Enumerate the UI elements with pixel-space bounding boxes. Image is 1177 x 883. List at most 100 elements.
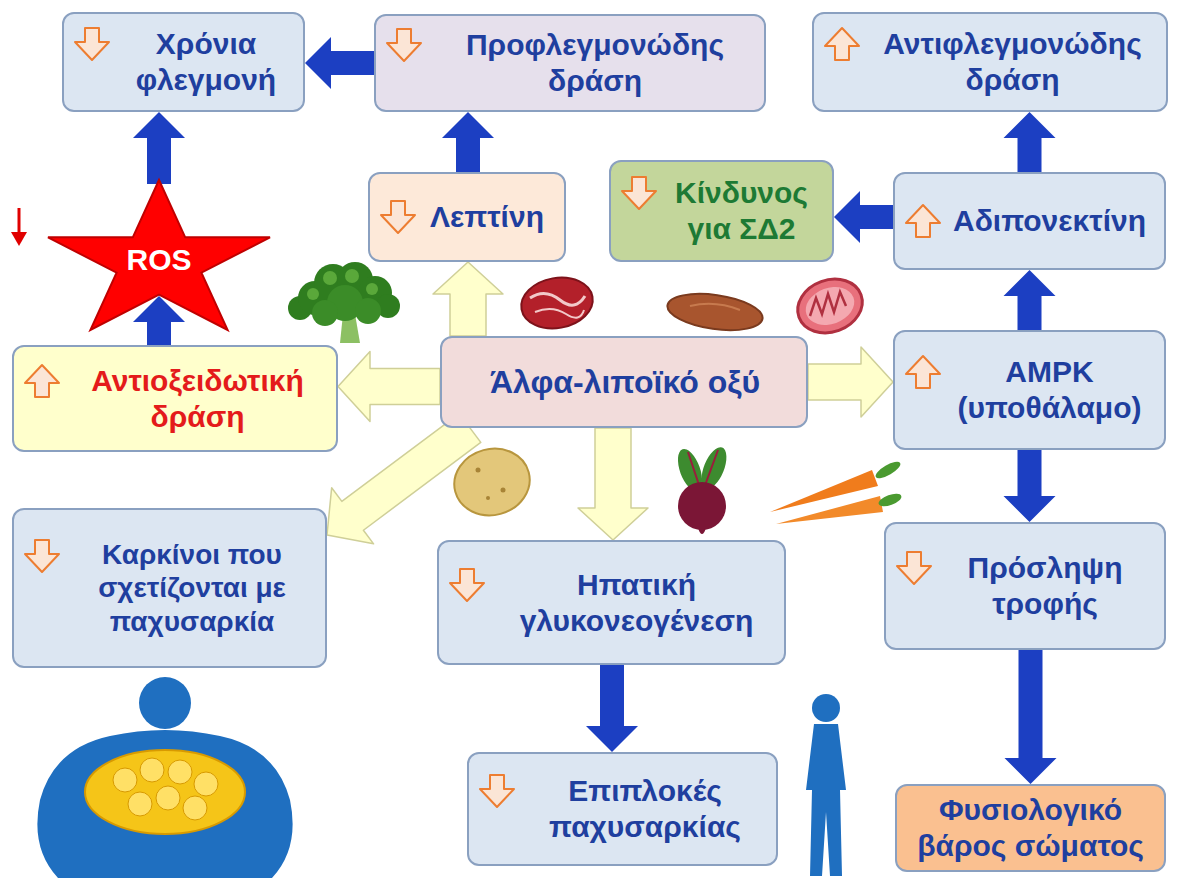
trend-arrow-shape — [387, 29, 421, 61]
trend-arrow-shape — [25, 365, 59, 397]
node-label: AMPK (υποθάλαμο) — [945, 354, 1154, 426]
process-box: Χρόνια φλεγμονή — [62, 12, 305, 112]
process-box: Καρκίνοι που σχετίζονται με παχυσαρκία — [12, 508, 327, 668]
beet-tail — [698, 528, 706, 534]
meat-marbling — [535, 309, 584, 318]
node-label: ROS — [126, 242, 191, 278]
mitochondrion-outer — [790, 270, 870, 341]
fat-cell — [168, 760, 192, 784]
trend-arrow-icon — [903, 203, 943, 239]
fat-cell — [194, 772, 218, 796]
node-label: Αντιοξειδωτική δράση — [69, 363, 326, 435]
node-label: Πρόσληψη τροφής — [936, 550, 1154, 622]
block-arrow — [442, 112, 494, 172]
fat-cell — [140, 758, 164, 782]
process-box: Κίνδυνος για ΣΔ2 — [609, 160, 834, 262]
block-arrow — [1004, 270, 1056, 330]
arrow-head — [11, 232, 27, 246]
trend-arrow-shape — [450, 569, 484, 601]
process-box: Φυσιολογικό βάρος σώματος — [895, 784, 1166, 872]
process-box: Αντιοξειδωτική δράση — [12, 345, 338, 452]
carrot — [776, 496, 883, 524]
potato-eye — [476, 468, 481, 473]
process-box: Ηπατική γλυκονεογένεση — [437, 540, 786, 665]
beet-picture — [673, 444, 731, 534]
node-label: Ηπατική γλυκονεογένεση — [499, 567, 774, 639]
process-box: Αντιφλεγμονώδης δράση — [812, 12, 1168, 112]
belly-fat — [85, 750, 245, 834]
fat-cell — [128, 792, 152, 816]
trend-arrow-icon — [22, 538, 62, 574]
trend-arrow-shape — [825, 28, 859, 60]
block-arrow — [578, 428, 648, 540]
obese-body-figure — [37, 677, 292, 878]
broccoli-highlight — [323, 271, 337, 285]
figure-body — [37, 730, 292, 878]
trend-arrow-shape — [906, 356, 940, 388]
beet-vein — [704, 450, 718, 488]
star-polygon — [48, 180, 270, 330]
node-label: Επιπλοκές παχυσαρκίας — [524, 773, 766, 845]
block-arrow — [1004, 450, 1056, 522]
fat-cell — [113, 768, 137, 792]
broccoli-floret — [312, 300, 338, 326]
figure-head — [139, 677, 191, 729]
trend-arrow-shape — [897, 552, 931, 584]
process-box: Πρόσληψη τροφής — [884, 522, 1166, 650]
block-arrow — [834, 191, 893, 243]
broccoli-highlight — [307, 288, 319, 300]
arrow-shaft — [18, 208, 21, 234]
node-label: Κίνδυνος για ΣΔ2 — [661, 175, 822, 247]
block-arrow — [327, 414, 481, 544]
node-label: Προφλεγμονώδης δράση — [436, 27, 754, 99]
process-box: Επιπλοκές παχυσαρκίας — [467, 752, 778, 866]
process-box: Λεπτίνη — [368, 172, 566, 262]
fat-cell — [156, 786, 180, 810]
mitochondrion-inner — [800, 281, 859, 332]
carrot-leaves — [877, 491, 903, 509]
meat-body — [517, 272, 597, 334]
figure-body — [806, 724, 846, 876]
carrot-leaves — [873, 459, 902, 482]
block-arrow — [433, 262, 503, 336]
trend-arrow-icon — [903, 354, 943, 390]
trend-arrow-icon — [72, 26, 112, 62]
beet-root — [678, 482, 726, 530]
woman-figure — [806, 694, 846, 876]
potato-eye — [486, 496, 490, 500]
figure-head — [812, 694, 840, 722]
node-label: Φυσιολογικό βάρος σώματος — [907, 792, 1154, 864]
block-arrow — [586, 665, 638, 752]
block-arrow — [808, 347, 893, 417]
node-label: Αντιφλεγμονώδης δράση — [869, 26, 1156, 98]
trend-arrow-shape — [480, 775, 514, 807]
broccoli-highlight — [345, 269, 359, 283]
trend-arrow-icon — [384, 27, 424, 63]
trend-arrow-shape — [622, 177, 656, 209]
meat-picture — [517, 272, 597, 334]
mitochondrion-cristae — [810, 292, 846, 316]
block-arrow — [305, 37, 374, 89]
broccoli-highlight — [366, 283, 378, 295]
sweet-potato-picture — [665, 288, 765, 335]
block-arrow — [133, 112, 185, 184]
block-arrow — [338, 352, 440, 422]
sweet-potato-body — [665, 288, 765, 335]
node-label: Άλφα-λιποϊκό οξύ — [490, 363, 760, 401]
trend-arrow-icon — [22, 363, 62, 399]
trend-arrow-shape — [25, 540, 59, 572]
process-box: Αδιπονεκτίνη — [893, 172, 1166, 270]
trend-arrow-icon — [378, 199, 418, 235]
trend-arrow-shape — [906, 205, 940, 237]
trend-arrow-icon — [822, 26, 862, 62]
node-label: Καρκίνοι που σχετίζονται με παχυσαρκία — [69, 538, 315, 639]
trend-arrow-icon — [447, 567, 487, 603]
node-label: Αδιπονεκτίνη — [953, 203, 1146, 239]
star-shape: ROS — [48, 180, 270, 330]
node-label: Χρόνια φλεγμονή — [119, 26, 293, 98]
decrease-arrow — [11, 208, 27, 246]
broccoli-picture — [288, 262, 400, 343]
trend-arrow-icon — [619, 175, 659, 211]
process-box: AMPK (υποθάλαμο) — [893, 330, 1166, 450]
